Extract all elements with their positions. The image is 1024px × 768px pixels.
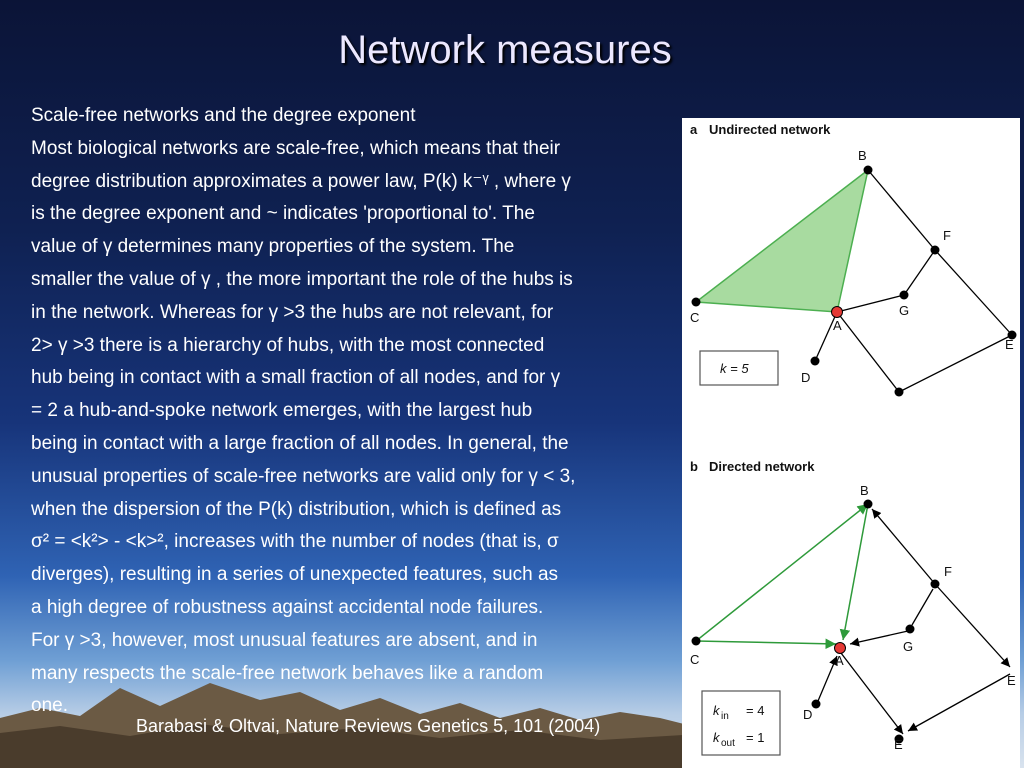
node-e <box>1007 330 1017 340</box>
body-line: in the network. Whereas for γ >3 the hub… <box>31 301 554 323</box>
node-a-hub <box>834 642 846 654</box>
panel-a-title: Undirected network <box>709 122 831 137</box>
body-line: hub being in contact with a small fracti… <box>31 367 561 389</box>
body-line: value of γ determines many properties of… <box>31 236 515 258</box>
node-unlabeled <box>894 387 904 397</box>
edge-a-d <box>814 311 838 362</box>
label-c: C <box>690 310 699 325</box>
node-d <box>811 699 821 709</box>
network-figure: a Undirected network B F C A G E D <box>682 118 1020 768</box>
edge-a-bottom <box>840 652 904 735</box>
body-line: diverges), resulting in a series of unex… <box>31 564 559 586</box>
edge-b-a <box>839 503 869 641</box>
body-text: Scale-free networks and the degree expon… <box>31 100 686 723</box>
edge-c-a <box>695 638 837 650</box>
body-line: many respects the scale-free network beh… <box>31 662 544 684</box>
slide-title: Network measures <box>338 28 672 72</box>
label-e: E <box>1007 673 1016 688</box>
body-line: smaller the value of γ , the more import… <box>31 268 573 290</box>
degree-label: k = 5 <box>720 361 749 376</box>
network-diagram: a Undirected network B F C A G E D <box>690 122 1017 756</box>
body-line: σ² = <k²> - <k>², increases with the num… <box>31 531 559 553</box>
edge-f-e <box>934 583 1011 668</box>
node-a-hub <box>831 306 843 318</box>
edge-c-b <box>695 503 869 642</box>
body-line: 2> γ >3 there is a hierarchy of hubs, wi… <box>31 334 545 356</box>
node-b <box>863 165 873 175</box>
body-line: For γ >3, however, most unusual features… <box>31 629 538 651</box>
body-line: one. <box>31 695 68 717</box>
citation: Barabasi & Oltvai, Nature Reviews Geneti… <box>136 716 601 736</box>
panel-a-letter: a <box>690 122 698 137</box>
label-a: A <box>833 318 842 333</box>
edge-a-g <box>836 294 905 313</box>
edge-f-b <box>871 508 936 585</box>
node-unlabeled <box>894 734 904 744</box>
kout-sub: out <box>721 738 735 749</box>
triangle-region <box>693 168 870 313</box>
body-line: Most biological networks are scale-free,… <box>31 137 561 159</box>
degree-box <box>699 350 779 386</box>
label-e-bottom: E <box>894 737 903 752</box>
degree-box <box>701 690 781 756</box>
panel-b-title: Directed network <box>709 459 815 474</box>
edge-g-a <box>849 630 909 647</box>
body-line: being in contact with a large fraction o… <box>31 432 569 454</box>
label-g: G <box>903 639 913 654</box>
kout-value: = 1 <box>746 730 764 745</box>
body-line: unusual properties of scale-free network… <box>31 465 576 487</box>
edge-f-e <box>934 249 1013 336</box>
edge-bottom-e <box>898 334 1013 393</box>
node-d <box>810 356 820 366</box>
body-line: when the dispersion of the P(k) distribu… <box>31 498 562 520</box>
edge-a-bottom <box>836 311 900 393</box>
label-f: F <box>943 228 951 243</box>
node-c <box>691 297 701 307</box>
label-d: D <box>801 370 810 385</box>
label-b: B <box>858 148 867 163</box>
node-b <box>863 499 873 509</box>
kin-label: k <box>713 703 721 718</box>
label-g: G <box>899 303 909 318</box>
label-f: F <box>944 564 952 579</box>
body-line: a high degree of robustness against acci… <box>31 596 544 618</box>
label-c: C <box>690 652 699 667</box>
label-d: D <box>803 707 812 722</box>
panel-b: b Directed network B F C A G E <box>690 459 1016 756</box>
node-g <box>899 290 909 300</box>
edge-d-a <box>817 655 838 702</box>
panel-b-letter: b <box>690 459 698 474</box>
edge-e-bottom <box>907 673 1011 732</box>
panel-a: a Undirected network B F C A G E D <box>690 122 1017 397</box>
body-line: degree distribution approximates a power… <box>31 170 571 192</box>
node-g <box>905 624 915 634</box>
kin-sub: in <box>721 711 729 722</box>
node-f <box>930 245 940 255</box>
edge-g-f <box>911 588 934 626</box>
edge-f-g <box>903 249 936 296</box>
body-line: = 2 a hub-and-spoke network emerges, wit… <box>31 400 533 422</box>
label-a: A <box>835 653 844 668</box>
edge-b-f <box>867 169 936 251</box>
kout-label: k <box>713 730 721 745</box>
body-line: is the degree exponent and ~ indicates '… <box>31 203 535 225</box>
label-e: E <box>1005 337 1014 352</box>
kin-value: = 4 <box>746 703 764 718</box>
node-c <box>691 636 701 646</box>
node-f <box>930 579 940 589</box>
label-b: B <box>860 483 869 498</box>
body-heading: Scale-free networks and the degree expon… <box>31 105 416 126</box>
mountain-background <box>0 683 700 768</box>
